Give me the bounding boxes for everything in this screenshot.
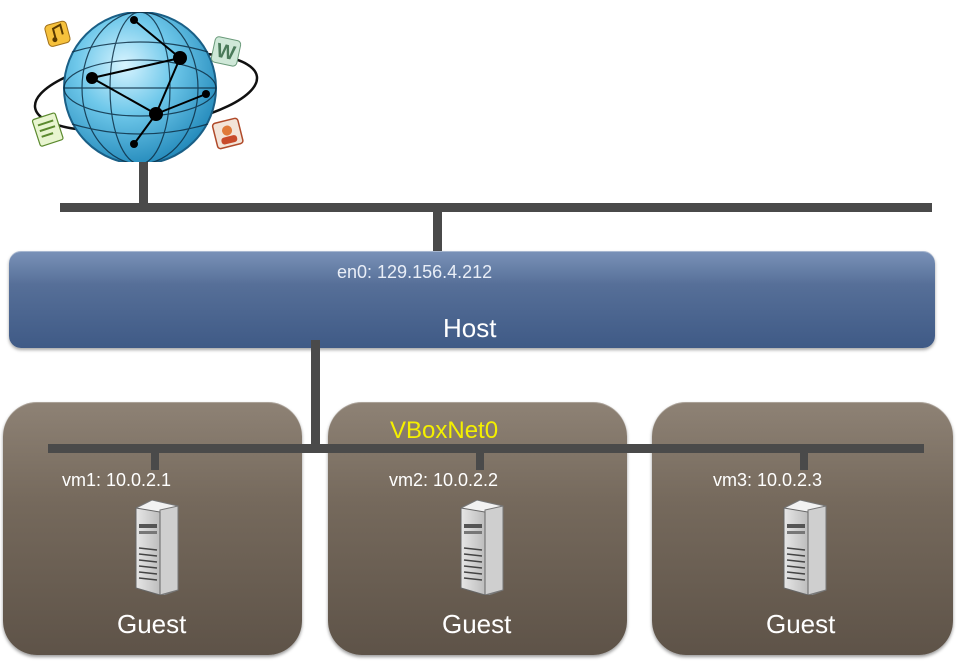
server-tower-icon [783,500,827,595]
guest-ip-vm3: vm3: 10.0.2.3 [713,470,823,490]
host-uplink-line [433,210,442,253]
vboxnet-line [48,444,924,453]
host-to-vboxnet-line [311,340,320,452]
vm3-drop-line [800,450,808,470]
server-tower-icon [135,500,179,595]
guest-ip-vm2: vm2: 10.0.2.2 [389,470,499,490]
guest-label-vm2: Guest [442,609,512,639]
external-network-line [60,203,932,212]
network-name-label: VBoxNet0 [390,417,499,444]
guest-ip-vm1: vm1: 10.0.2.1 [62,470,172,490]
host-interface-label: en0: 129.156.4.212 [337,262,493,282]
guest-label-vm3: Guest [766,609,836,639]
globe-uplink-line [139,162,148,210]
server-tower-icon [460,500,504,595]
host-box [9,251,935,348]
internet-globe-icon: W [31,12,259,162]
host-label: Host [443,313,497,343]
vm1-drop-line [151,450,159,470]
guest-label-vm1: Guest [117,609,187,639]
vm2-drop-line [476,450,484,470]
svg-text:W: W [214,40,237,65]
